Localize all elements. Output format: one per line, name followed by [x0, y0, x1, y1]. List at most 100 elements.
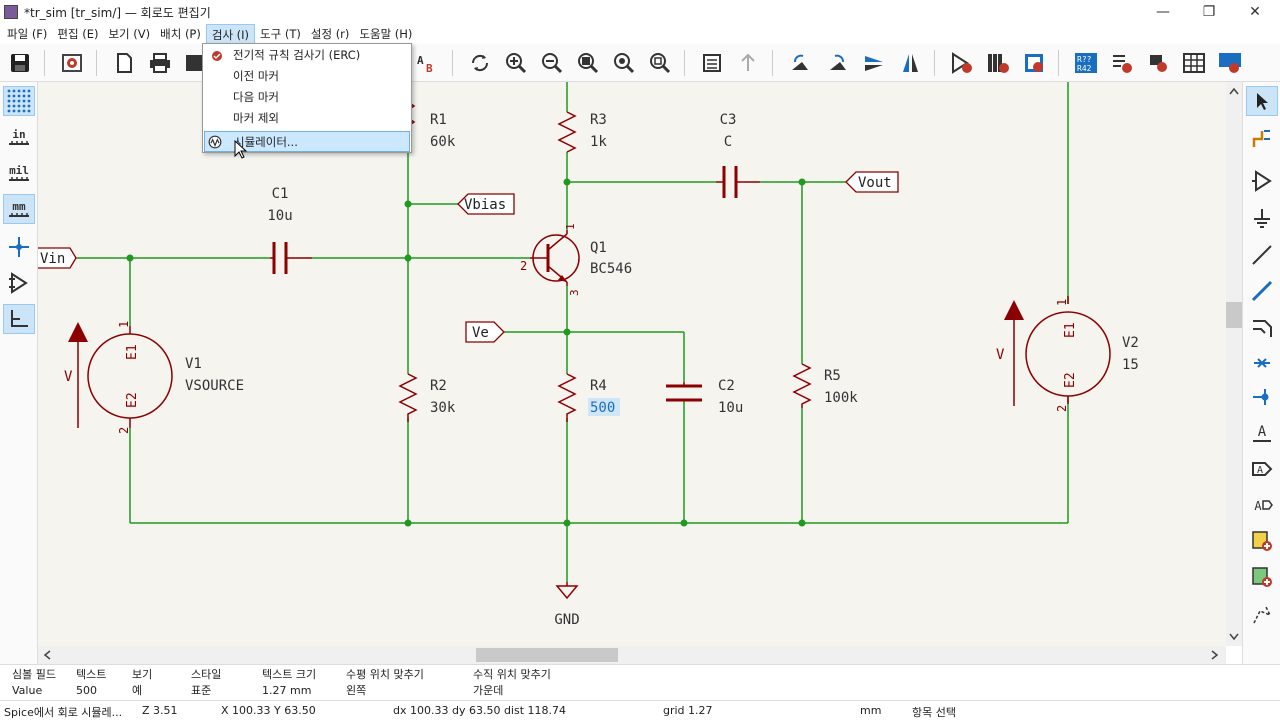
add-power-icon[interactable]	[1246, 204, 1278, 234]
bus-entry-icon[interactable]	[1246, 312, 1278, 342]
status-delta: dx 100.33 dy 63.50 dist 118.74	[393, 704, 567, 717]
capacitor-c3[interactable]: C3 C	[716, 112, 760, 198]
menu-item-prev-marker[interactable]: 이전 마커	[233, 69, 279, 83]
zoom-out-icon[interactable]	[538, 49, 566, 77]
mil-units-button[interactable]: mil	[3, 158, 35, 188]
inch-units-button[interactable]: in	[3, 122, 35, 152]
status-mode: 항목 선택	[912, 706, 956, 719]
vertical-scrollbar[interactable]	[1226, 82, 1242, 646]
menu-item-simulator[interactable]: 시뮬레이터...	[204, 131, 410, 152]
footprint-editor-icon[interactable]	[1020, 49, 1048, 77]
mirror-horizontal-icon[interactable]	[896, 49, 924, 77]
simulator-icon	[208, 135, 222, 149]
save-icon[interactable]	[6, 49, 34, 77]
add-bus-icon[interactable]	[1246, 276, 1278, 306]
add-hier-label-icon[interactable]: A	[1246, 490, 1278, 520]
hierarchy-nav-icon[interactable]	[3, 268, 35, 298]
schematic-canvas[interactable]: R1 60k R3 1k C3 C Vout Vbias	[38, 82, 1226, 646]
zoom-in-icon[interactable]	[502, 49, 530, 77]
horizontal-scroll-thumb	[476, 648, 618, 662]
menu-help[interactable]: 도움말 (H)	[359, 27, 413, 41]
close-button[interactable]: ✕	[1249, 4, 1261, 20]
add-graphic-line-icon[interactable]	[1246, 600, 1278, 630]
restore-button[interactable]: ❐	[1202, 4, 1216, 20]
right-toolbar: A A A	[1242, 82, 1280, 664]
r4-value[interactable]: 500	[590, 400, 615, 416]
symbol-library-icon[interactable]	[984, 49, 1012, 77]
mirror-vertical-icon[interactable]	[860, 49, 888, 77]
horizontal-scrollbar[interactable]	[38, 646, 1226, 664]
capacitor-c2[interactable]: C2 10u	[666, 378, 743, 416]
menu-settings[interactable]: 설정 (r)	[310, 27, 350, 41]
assign-footprints-icon[interactable]	[1144, 49, 1172, 77]
transistor-q1[interactable]: 1 2 3 Q1 BC546	[520, 223, 632, 296]
label-vbias[interactable]: Vbias	[457, 193, 515, 215]
symbol-editor-icon[interactable]	[948, 49, 976, 77]
leave-sheet-icon[interactable]	[734, 49, 762, 77]
axis-icon[interactable]	[3, 304, 35, 334]
import-sheet-pin-icon[interactable]	[1246, 562, 1278, 592]
label-ve[interactable]: Ve	[465, 321, 505, 343]
grid-icon[interactable]	[3, 86, 35, 116]
rotate-cw-icon[interactable]	[824, 49, 852, 77]
schematic-setup-icon[interactable]	[58, 49, 86, 77]
r2-value: 30k	[430, 400, 456, 416]
resistor-r4[interactable]: R4 500	[557, 373, 620, 422]
resistor-r3[interactable]: R3 1k	[557, 111, 607, 153]
add-symbol-icon[interactable]	[1246, 166, 1278, 196]
wires	[38, 82, 1069, 582]
menu-file[interactable]: 파일 (F)	[7, 27, 48, 41]
cursor-cross-icon[interactable]	[3, 232, 35, 262]
pcb-editor-icon[interactable]	[1216, 49, 1244, 77]
c3-value: C	[724, 134, 732, 150]
resistor-r2[interactable]: R2 30k	[398, 373, 456, 422]
left-toolbar: in mil mm	[0, 82, 38, 664]
menu-item-erc[interactable]: 전기적 규칙 검사기 (ERC)	[204, 45, 410, 66]
hierarchy-navigator-icon[interactable]	[698, 49, 726, 77]
annotate-icon[interactable]: R??R42	[1072, 49, 1100, 77]
mm-units-button[interactable]: mm	[3, 194, 35, 224]
minimize-button[interactable]: —	[1156, 4, 1170, 20]
no-connect-icon[interactable]	[1246, 348, 1278, 378]
rotate-ccw-icon[interactable]	[786, 49, 814, 77]
svg-text:R42: R42	[1077, 64, 1092, 73]
vertical-scroll-thumb	[1226, 302, 1242, 328]
ground-symbol[interactable]: GND	[554, 582, 580, 628]
menu-view[interactable]: 보기 (V)	[108, 27, 151, 41]
resistor-r1[interactable]: R1 60k	[400, 101, 456, 150]
capacitor-c1[interactable]: C1 10u	[267, 186, 312, 274]
zoom-objects-icon[interactable]	[610, 49, 638, 77]
zoom-fit-icon[interactable]	[574, 49, 602, 77]
add-wire-icon[interactable]	[1246, 240, 1278, 270]
window-title: *tr_sim [tr_sim/] — 회로도 편집기	[24, 5, 211, 20]
add-label-icon[interactable]: A	[1246, 418, 1278, 448]
voltage-source-v2[interactable]: V E1 E2 1 2 V2 15	[996, 296, 1139, 412]
erc-icon[interactable]	[1108, 49, 1136, 77]
bom-icon[interactable]	[1180, 49, 1208, 77]
voltage-source-v1[interactable]: V E1 E2 1 2 V1 VSOURCE	[64, 321, 244, 434]
plot-icon[interactable]	[180, 49, 208, 77]
refresh-icon[interactable]	[466, 49, 494, 77]
add-sheet-icon[interactable]	[1246, 526, 1278, 556]
r1-ref: R1	[430, 112, 447, 128]
add-global-label-icon[interactable]: A	[1246, 454, 1278, 484]
select-arrow-icon[interactable]	[1246, 86, 1278, 116]
page-settings-icon[interactable]	[110, 49, 138, 77]
menu-place[interactable]: 배치 (P)	[160, 27, 201, 41]
svg-text:1: 1	[117, 321, 131, 328]
menu-tools[interactable]: 도구 (T)	[260, 27, 301, 41]
add-junction-icon[interactable]	[1246, 382, 1278, 412]
highlight-net-icon[interactable]	[1246, 124, 1278, 154]
menu-inspect[interactable]: 검사 (I)	[205, 24, 256, 44]
label-vin[interactable]: Vin	[38, 247, 77, 269]
print-icon[interactable]	[146, 49, 174, 77]
zoom-selection-icon[interactable]	[646, 49, 674, 77]
resistor-r5[interactable]: R5 100k	[792, 363, 858, 408]
menu-item-next-marker[interactable]: 다음 마커	[233, 90, 279, 104]
label-vout[interactable]: Vout	[845, 171, 899, 193]
menu-edit[interactable]: 편집 (E)	[57, 27, 99, 41]
menu-item-exclude-marker[interactable]: 마커 제외	[233, 111, 279, 125]
